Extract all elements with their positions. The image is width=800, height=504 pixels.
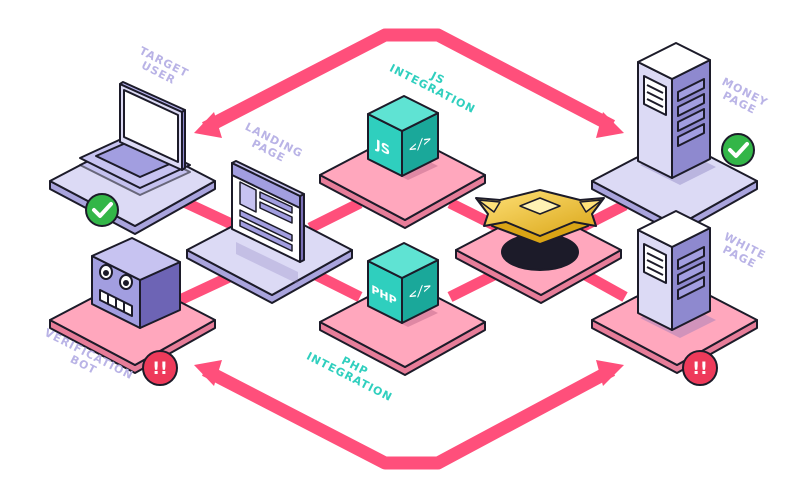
bottom-loop-arrow <box>202 364 616 470</box>
verified-check-icon <box>85 193 119 227</box>
alert-text-right: !! <box>692 359 708 379</box>
robot-icon <box>91 237 181 329</box>
white-page-server-icon <box>637 210 716 338</box>
money-page-server-icon <box>637 42 716 185</box>
landing-page-icon <box>231 160 305 284</box>
alert-badge-right: !! <box>682 350 718 386</box>
bottom-arrow-head-right <box>596 360 624 386</box>
bottom-arrow-head-left <box>194 360 222 386</box>
verified-check-icon-right <box>721 133 755 167</box>
laptop-icon <box>79 81 191 196</box>
php-cube-icon <box>367 242 439 327</box>
top-loop-arrow <box>202 28 616 134</box>
top-arrow-head-left <box>194 112 222 138</box>
top-arrow-head-right <box>596 112 624 138</box>
alert-badge-left: !! <box>142 350 178 386</box>
js-cube-icon <box>367 95 439 180</box>
alert-text-left: !! <box>152 359 168 379</box>
router-hub-icon <box>475 189 605 271</box>
